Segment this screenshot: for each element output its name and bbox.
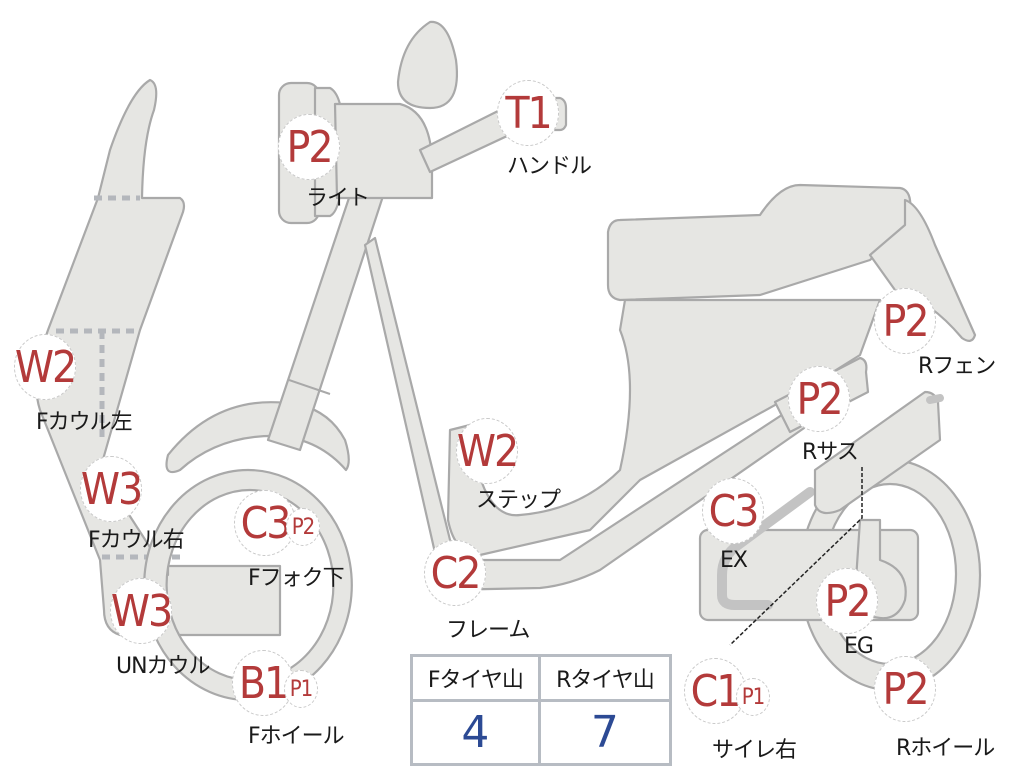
part-label-f-cowl-right: Fカウル右 xyxy=(88,528,185,553)
part-label-r-wheel: Rホイール xyxy=(896,736,995,761)
code-badge-engine[interactable]: P2 xyxy=(816,568,878,634)
part-label-f-fork-lower: Fフォク下 xyxy=(248,566,345,591)
extra-badge-f-fork-lower[interactable]: P2 xyxy=(286,508,320,546)
header-front-tire: Fタイヤ山 xyxy=(410,654,541,702)
code-badge-step[interactable]: W2 xyxy=(456,418,519,484)
part-label-f-cowl-left: Fカウル左 xyxy=(36,410,133,435)
part-label-r-fender: Rフェン xyxy=(918,354,996,379)
code-badge-r-fender[interactable]: P2 xyxy=(874,288,936,354)
code-badge-handle[interactable]: T1 xyxy=(497,80,559,146)
code-badge-light[interactable]: P2 xyxy=(278,114,340,180)
part-label-muffler-right: サイレ右 xyxy=(712,738,797,763)
code-badge-f-fork-lower[interactable]: C3 xyxy=(234,490,296,556)
value-rear-tire: 7 xyxy=(537,699,673,766)
part-label-exhaust: EX xyxy=(720,548,748,573)
part-label-light: ライト xyxy=(306,186,370,211)
code-badge-f-wheel[interactable]: B1 xyxy=(232,650,294,716)
code-badge-exhaust[interactable]: C3 xyxy=(702,478,764,544)
part-label-un-cowl: UNカウル xyxy=(116,654,211,679)
part-label-r-suspension: Rサス xyxy=(802,440,859,465)
value-front-tire: 4 xyxy=(410,699,541,766)
extra-badge-muffler-right[interactable]: P1 xyxy=(736,678,770,716)
part-label-f-wheel: Fホイール xyxy=(248,724,345,749)
code-badge-f-cowl-left[interactable]: W2 xyxy=(14,334,77,400)
part-label-engine: EG xyxy=(844,634,874,659)
header-rear-tire: Rタイヤ山 xyxy=(537,654,673,702)
extra-badge-f-wheel[interactable]: P1 xyxy=(284,670,318,708)
part-label-step: ステップ xyxy=(476,488,561,513)
part-label-frame: フレーム xyxy=(446,618,530,643)
code-badge-frame[interactable]: C2 xyxy=(424,540,486,606)
code-badge-f-cowl-right[interactable]: W3 xyxy=(80,456,143,522)
code-badge-un-cowl[interactable]: W3 xyxy=(110,578,173,644)
part-label-handle: ハンドル xyxy=(507,154,592,179)
code-badge-r-wheel[interactable]: P2 xyxy=(874,656,936,722)
code-badge-muffler-right[interactable]: C1 xyxy=(684,658,746,724)
tire-tread-table: Fタイヤ山 Rタイヤ山 4 7 xyxy=(410,654,673,766)
code-badge-r-suspension[interactable]: P2 xyxy=(788,366,850,432)
